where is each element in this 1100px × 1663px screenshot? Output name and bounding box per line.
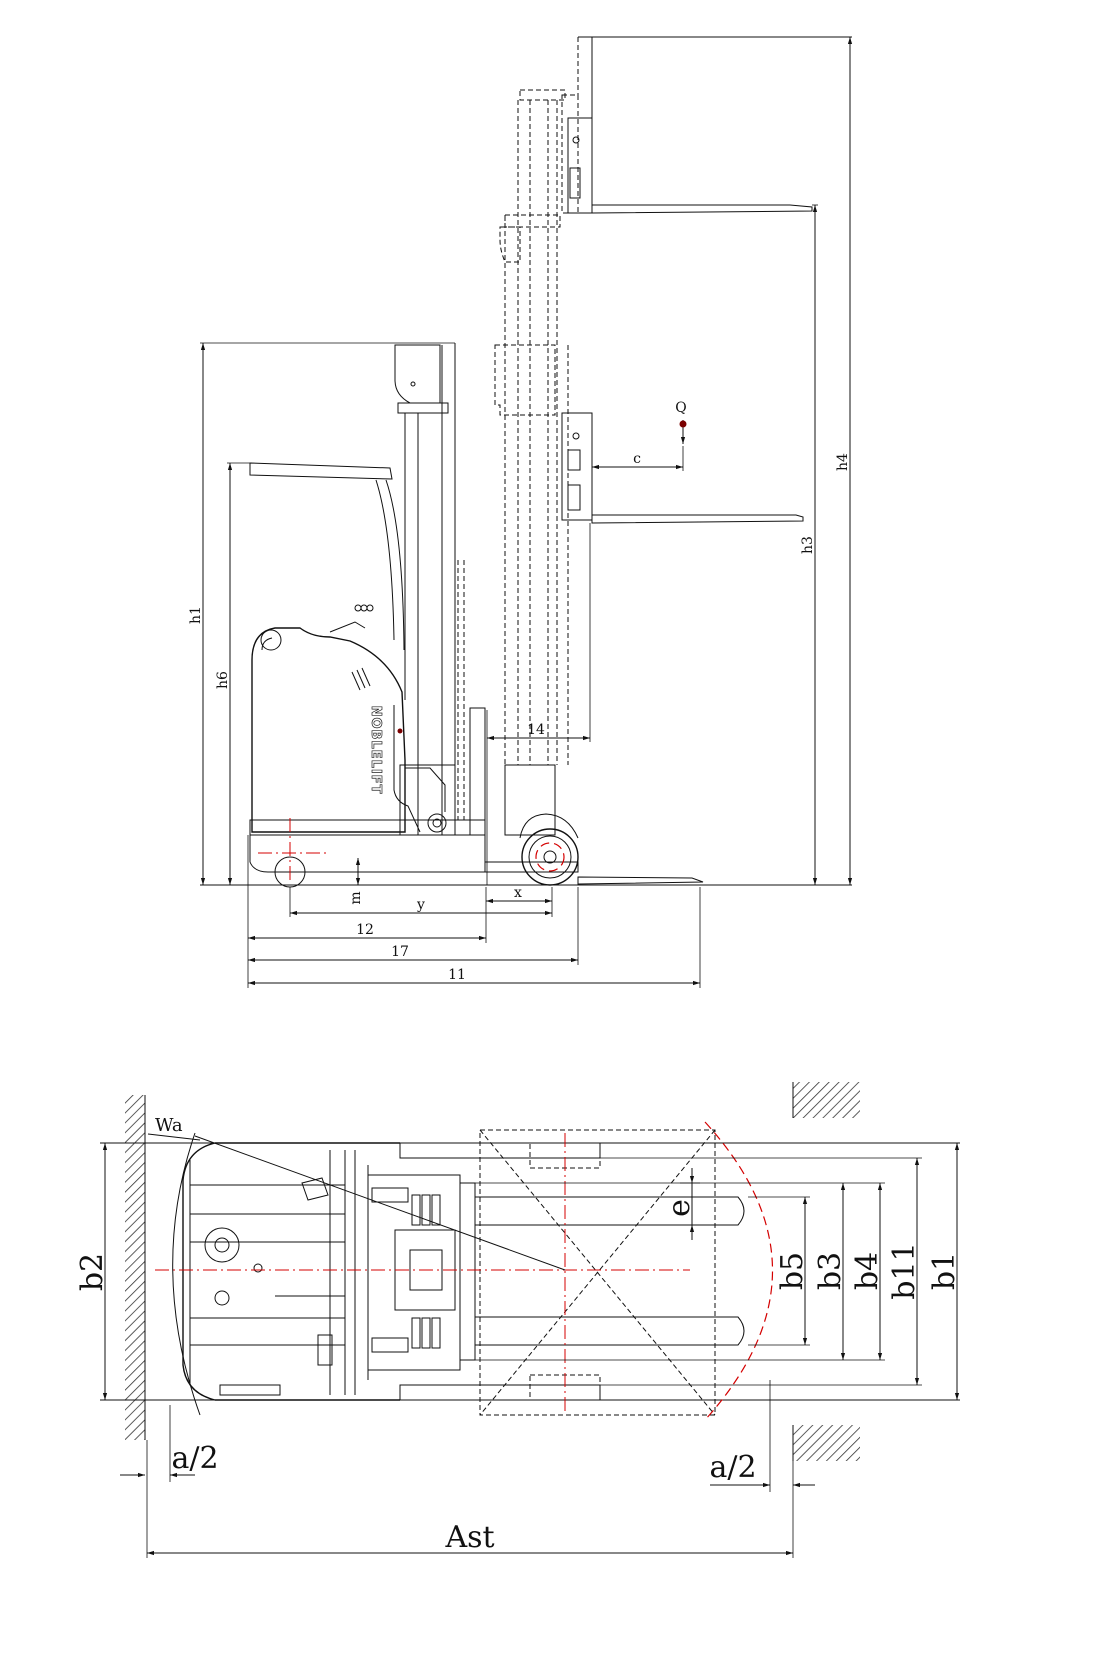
plan-view: Wa b2 e b5 b3 b4 b11 — [75, 1082, 962, 1558]
ast-label: Ast — [444, 1520, 494, 1555]
dim-11-label: 11 — [448, 967, 466, 983]
carriage-lowered — [469, 707, 486, 836]
h6-label: h6 — [215, 671, 231, 689]
battery-cap — [204, 1227, 240, 1263]
overhead-guard-bars — [189, 1160, 345, 1385]
fork-raised — [591, 204, 813, 214]
h1-label: h1 — [188, 606, 204, 624]
h3-label: h3 — [800, 536, 816, 554]
mast-raised — [494, 89, 569, 836]
pallet-outline — [479, 1129, 716, 1416]
c-label: c — [633, 451, 641, 467]
b1-label: b1 — [927, 1252, 962, 1290]
body-panel-line — [393, 705, 421, 833]
overhead-guard-roof — [249, 462, 393, 480]
front-load-wheel — [519, 813, 579, 886]
b11-label: b11 — [887, 1242, 922, 1299]
brand-logo: NOBLELIFT — [368, 706, 383, 795]
vent-slots — [351, 667, 371, 691]
overhead-guard-post-rear — [385, 479, 405, 651]
step-plan — [219, 1384, 281, 1396]
dim-x-label: x — [514, 885, 522, 901]
fork-ground — [577, 876, 704, 885]
tail-swing-arc — [172, 1132, 201, 1416]
fork-upper-plan — [475, 1196, 745, 1226]
straddle-leg-bottom — [399, 1384, 601, 1401]
obstacle-top-hatch — [793, 1082, 860, 1118]
load-swing-arc — [704, 1121, 774, 1421]
load-center-dot — [679, 420, 687, 428]
rear-handle — [260, 629, 282, 651]
b2-label: b2 — [75, 1253, 110, 1291]
b3-label: b3 — [813, 1252, 848, 1290]
b4-label: b4 — [850, 1252, 885, 1290]
dim-y-label: y — [416, 897, 425, 913]
wa-leader-line — [147, 1133, 201, 1141]
a-half-left-label: a/2 — [171, 1441, 218, 1476]
truck-body — [251, 627, 406, 833]
b-dimension-extensions — [475, 1157, 922, 1386]
seat-pivot — [253, 1263, 263, 1273]
chassis-base — [249, 835, 486, 873]
battery-cap-inner — [214, 1237, 230, 1253]
carriage-plan — [459, 1182, 476, 1361]
indicator-dot — [397, 728, 403, 734]
mast-plan — [367, 1174, 461, 1371]
left-wall-hatch — [125, 1095, 145, 1440]
body-contour-line — [261, 637, 273, 651]
dim-14-label: 14 — [527, 722, 545, 738]
carriage-mid — [561, 412, 593, 521]
handle-plan — [301, 1177, 329, 1201]
control-knobs — [329, 604, 374, 633]
load-q-label: Q — [675, 400, 686, 416]
b5-label: b5 — [775, 1252, 810, 1290]
overhead-guard-post-front — [375, 479, 395, 641]
carriage-raised — [561, 94, 593, 214]
side-view: h1 h6 NOBLELIFT — [188, 36, 853, 988]
dim-12-label: 12 — [356, 922, 374, 938]
turning-radius-line — [194, 1135, 566, 1271]
wa-label: Wa — [155, 1115, 183, 1136]
straddle-leg-top — [399, 1142, 601, 1159]
bottom-dimension-extensions — [247, 835, 701, 988]
pedal-plan — [317, 1334, 333, 1366]
dim-17-label: 17 — [391, 944, 409, 960]
fork-lower-plan — [475, 1316, 745, 1346]
fork-mid — [591, 514, 804, 524]
chassis-frame — [249, 819, 486, 836]
dim-m-label: m — [348, 891, 364, 904]
a-half-right-label: a/2 — [709, 1450, 756, 1485]
e-label: e — [662, 1199, 697, 1217]
h4-label: h4 — [835, 453, 851, 471]
truck-body-plan — [182, 1142, 400, 1401]
steering-knob — [214, 1290, 230, 1306]
obstacle-bottom-hatch — [793, 1425, 860, 1461]
straddle-leg — [484, 861, 579, 873]
mast-lowered — [394, 343, 465, 836]
